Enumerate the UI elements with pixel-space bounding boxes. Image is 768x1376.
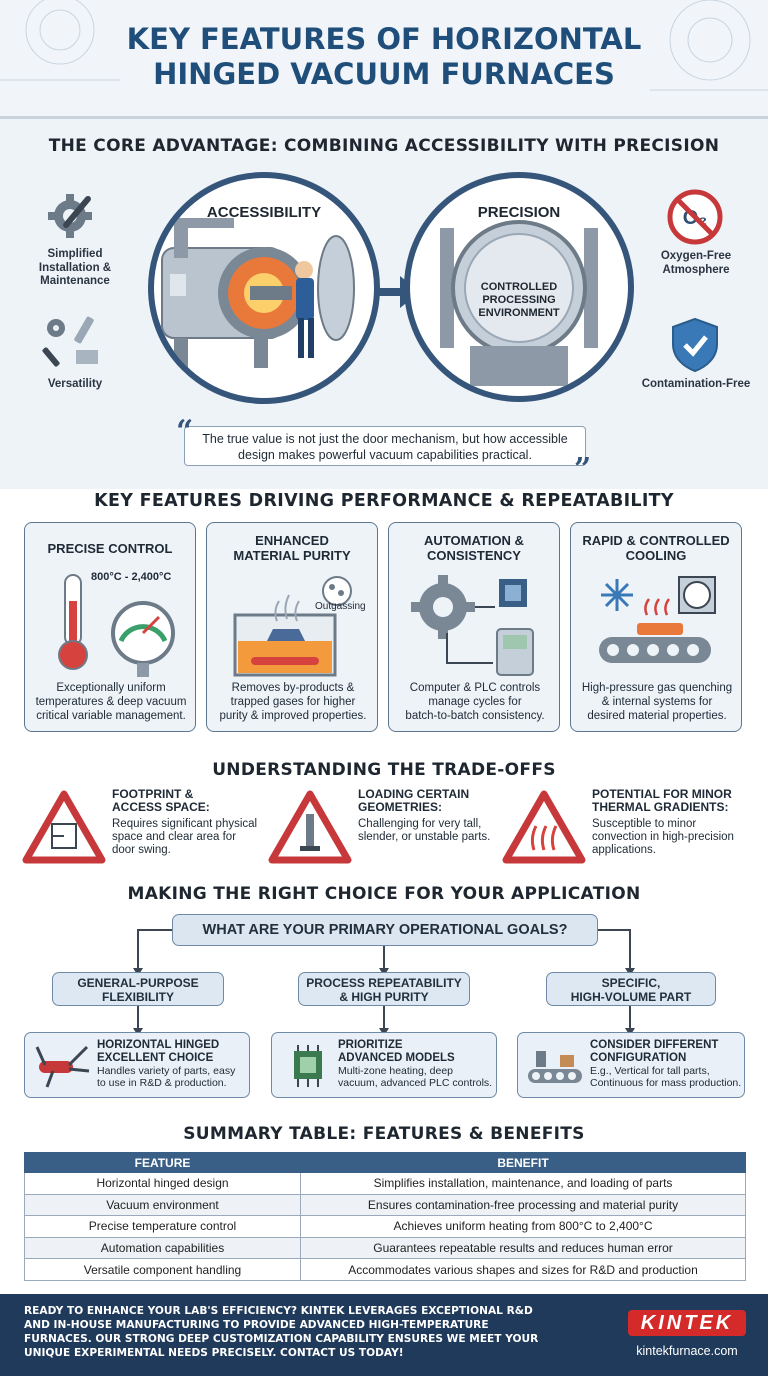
- feature-card-precise-control: PRECISE CONTROL 800°C - 2,400°C Exceptio…: [24, 522, 196, 732]
- versatility-label: Versatility: [47, 378, 103, 390]
- core-heading: THE CORE ADVANTAGE: COMBINING ACCESSIBIL…: [48, 136, 720, 156]
- choice-heading: MAKING THE RIGHT CHOICE FOR YOUR APPLICA…: [127, 884, 641, 904]
- feature-card-automation: AUTOMATION &CONSISTENCY Computer & PLC c…: [388, 522, 560, 732]
- gear-wrench-icon: [48, 194, 92, 238]
- goal-repeatability: PROCESS REPEATABILITY& HIGH PURITY: [298, 972, 470, 1006]
- precision-circle: [404, 172, 634, 402]
- contamination-free-label: Contamination-Free: [641, 378, 751, 390]
- production-line-icon: [528, 1051, 582, 1083]
- furnace-with-operator-illustration: [161, 218, 355, 368]
- table-heading: SUMMARY TABLE: FEATURES & BENEFITS: [183, 1124, 585, 1144]
- versatility-parts-icon: [42, 316, 98, 367]
- feature-column-header: FEATURE: [24, 1152, 301, 1173]
- vacuum-chamber-illustration: [440, 220, 598, 386]
- benefit-column-header: BENEFIT: [300, 1152, 746, 1173]
- multi-tool-icon: [35, 1045, 90, 1088]
- no-oxygen-icon: O₂: [667, 189, 723, 245]
- primary-goals-question: WHAT ARE YOUR PRIMARY OPERATIONAL GOALS?: [172, 914, 598, 946]
- accessibility-label: ACCESSIBILITY: [206, 204, 322, 221]
- circuit-chip-icon: [294, 1045, 322, 1087]
- blueprint-gear-decoration: [0, 0, 768, 91]
- warning-tall-part-icon: [268, 790, 352, 864]
- gear-chip-controller-icon: [411, 575, 534, 676]
- precision-label: PRECISION: [477, 204, 561, 221]
- outgassing-label: Outgassing: [315, 601, 366, 612]
- accessibility-circle: [148, 172, 380, 404]
- open-quote-icon: “: [176, 414, 194, 449]
- thermometer-gauge-icon: [58, 574, 175, 677]
- warning-floorplan-icon: [22, 790, 106, 864]
- footer-cta-text: READY TO ENHANCE YOUR LAB'S EFFICIENCY? …: [24, 1305, 539, 1359]
- outgassing-crucible-icon: [233, 576, 352, 677]
- kintek-logo: KINTEK: [628, 1310, 746, 1336]
- features-heading: KEY FEATURES DRIVING PERFORMANCE & REPEA…: [94, 491, 674, 511]
- summary-table: FEATURE BENEFIT Horizontal hinged design…: [24, 1152, 746, 1281]
- goal-high-volume: SPECIFIC,HIGH-VOLUME PART: [546, 972, 716, 1006]
- close-quote-icon: ”: [574, 452, 592, 487]
- tradeoff-footprint: FOOTPRINT &ACCESS SPACE: Requires signif…: [22, 786, 272, 866]
- website-link[interactable]: kintekfurnace.com: [636, 1344, 738, 1358]
- temperature-range-label: 800°C - 2,400°C: [91, 571, 172, 583]
- quote-box: The true value is not just the door mech…: [184, 426, 586, 466]
- tradeoffs-heading: UNDERSTANDING THE TRADE-OFFS: [212, 760, 556, 780]
- header-divider: [0, 116, 768, 119]
- warning-heat-icon: [502, 790, 586, 864]
- footer-banner: READY TO ENHANCE YOUR LAB'S EFFICIENCY? …: [0, 1294, 768, 1376]
- shield-check-icon: [672, 317, 718, 373]
- cooling-conveyor-icon: [599, 576, 716, 663]
